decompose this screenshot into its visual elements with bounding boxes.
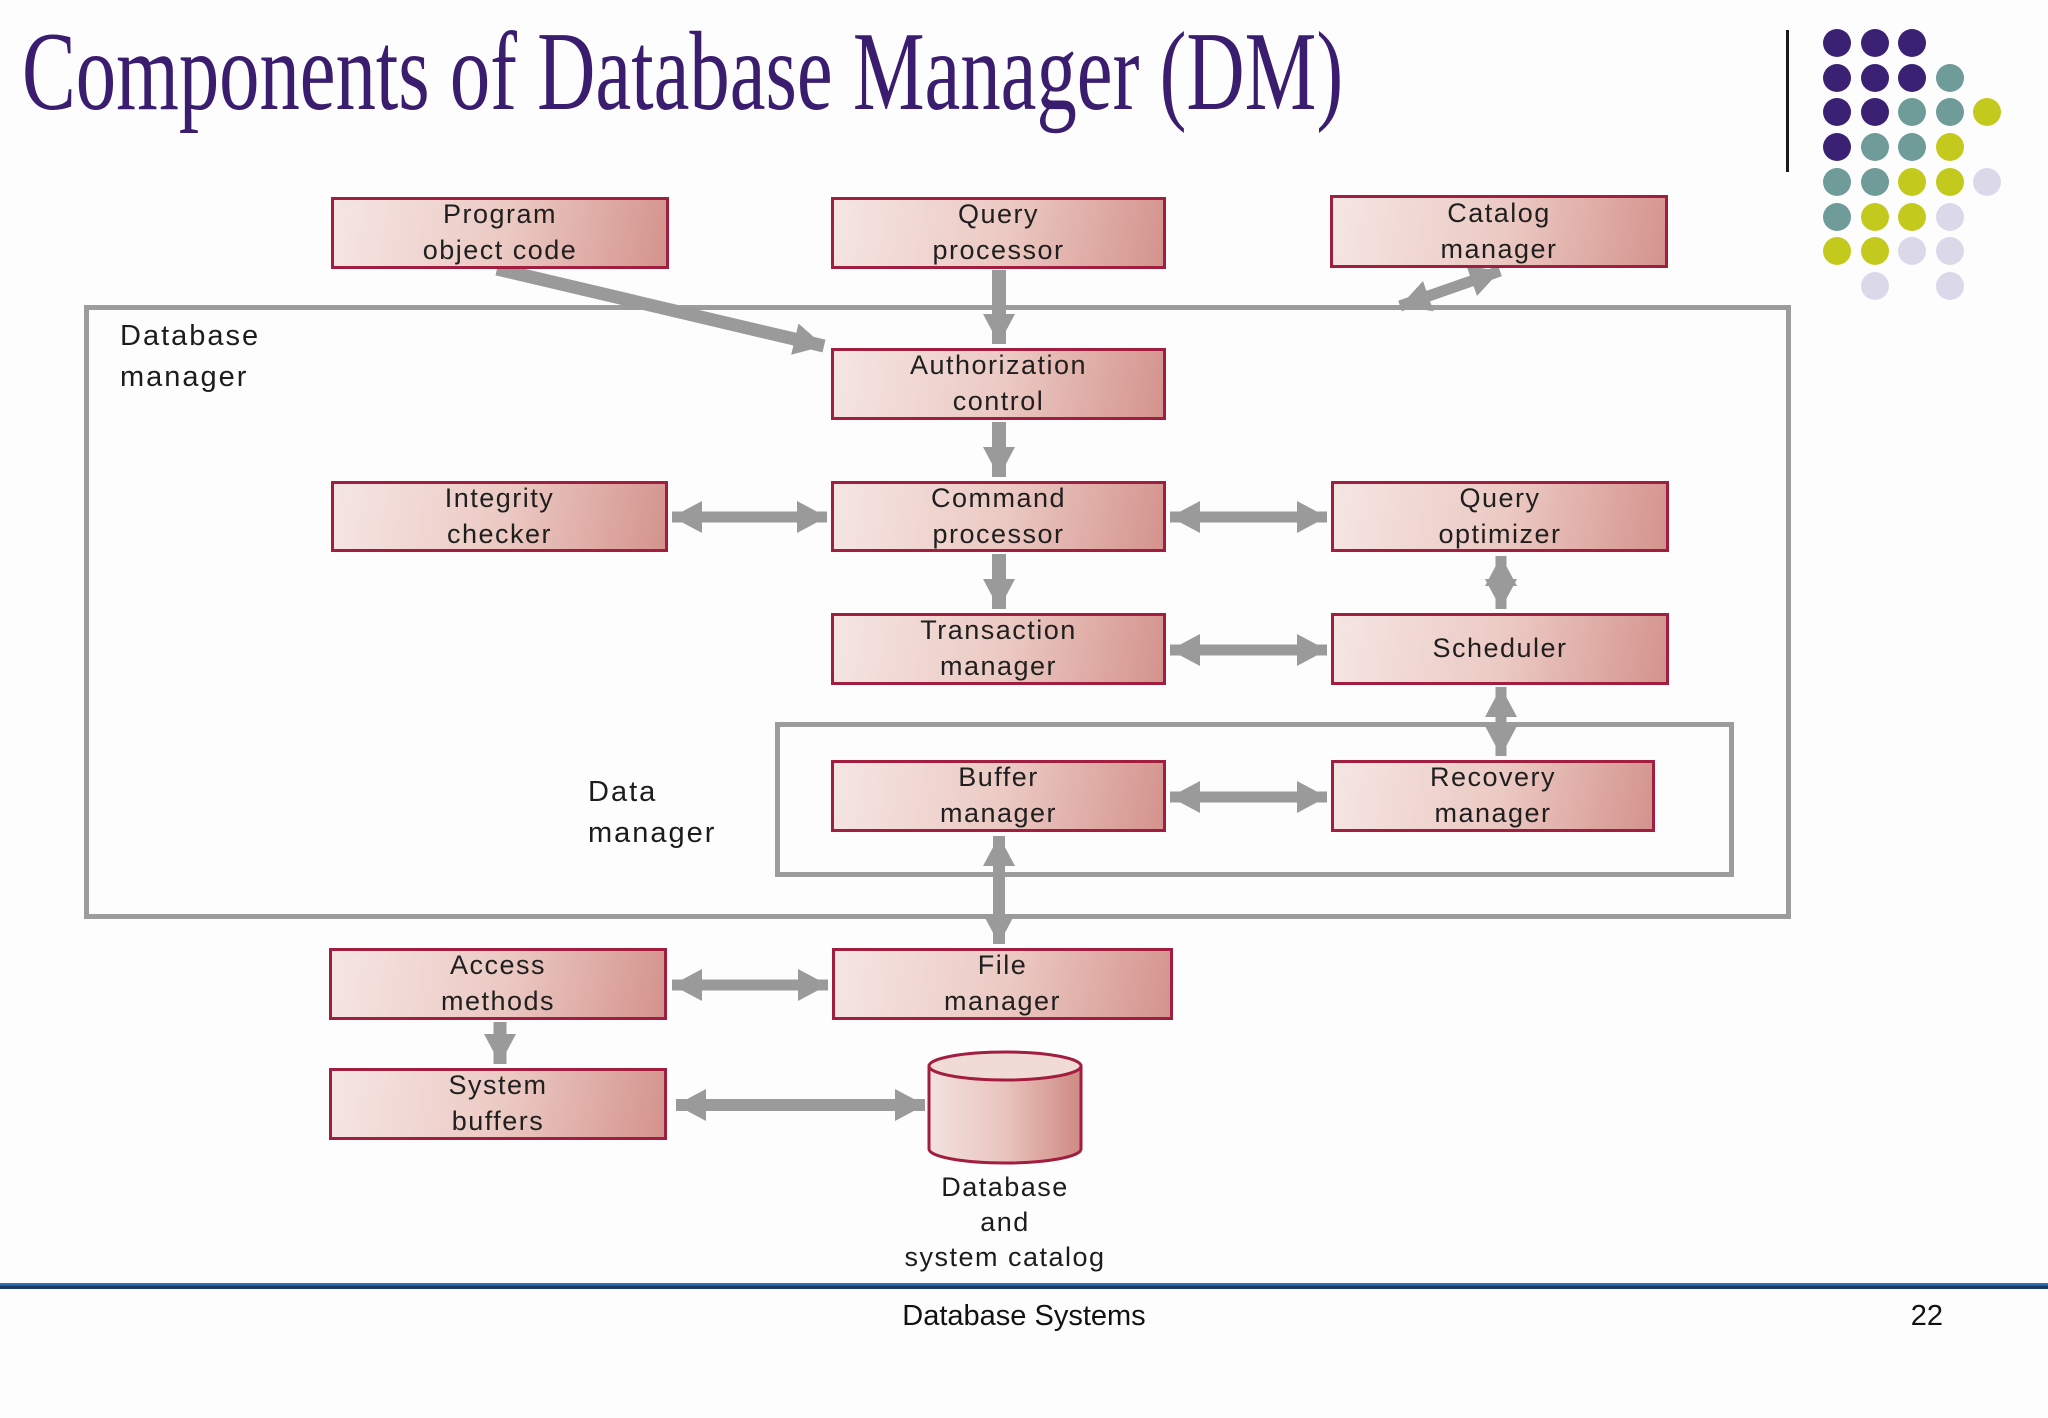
node-authorization-control: Authorization control <box>831 348 1166 420</box>
node-file-manager: File manager <box>832 948 1173 1020</box>
database-manager-container <box>84 305 1791 919</box>
decoration-dot <box>1898 133 1926 162</box>
footer-divider-line <box>0 1283 2048 1289</box>
node-transaction-manager: Transaction manager <box>831 613 1166 685</box>
decoration-dot <box>1823 202 1851 231</box>
data-manager-container <box>775 722 1734 877</box>
decoration-dot <box>1860 29 1889 57</box>
node-query-optimizer: Query optimizer <box>1331 481 1669 552</box>
node-recovery-manager: Recovery manager <box>1331 760 1655 832</box>
node-program-object-code: Program object code <box>331 197 669 269</box>
database-cylinder-top <box>927 1050 1083 1082</box>
database-cylinder-label: Database and system catalog <box>904 1172 1106 1273</box>
decoration-dot <box>1823 237 1851 266</box>
decoration-dot <box>1898 29 1926 57</box>
decoration-dot <box>1898 202 1926 231</box>
decoration-dot <box>1935 98 1964 127</box>
decoration-dot <box>1935 202 1964 231</box>
node-integrity-checker: Integrity checker <box>331 481 668 552</box>
dots-decoration <box>1823 29 2033 319</box>
decoration-dot <box>1898 237 1926 266</box>
decoration-dot <box>1935 237 1964 266</box>
decoration-dot <box>1935 271 1964 300</box>
decoration-dot <box>1823 29 1851 57</box>
node-catalog-manager: Catalog manager <box>1330 195 1668 268</box>
decoration-dot <box>1898 63 1926 92</box>
node-scheduler: Scheduler <box>1331 613 1669 685</box>
decoration-dot <box>1898 167 1926 196</box>
decoration-dot <box>1823 167 1851 196</box>
node-access-methods: Access methods <box>329 948 667 1020</box>
decoration-dot <box>1823 63 1851 92</box>
decoration-dot <box>1860 133 1889 162</box>
data-manager-label: Data manager <box>588 776 717 849</box>
decoration-dot <box>1898 98 1926 127</box>
decoration-dot <box>1973 98 2001 127</box>
decoration-dot <box>1973 167 2001 196</box>
node-query-processor: Query processor <box>831 197 1166 269</box>
arrow-program-to-authorization <box>495 262 826 355</box>
decoration-dot <box>1823 98 1851 127</box>
node-buffer-manager: Buffer manager <box>831 760 1166 832</box>
decoration-dot <box>1935 63 1964 92</box>
decoration-dot <box>1860 167 1889 196</box>
slide-title: Components of Database Manager (DM) <box>22 10 1344 134</box>
footer-title: Database Systems <box>902 1300 1146 1332</box>
decoration-dot <box>1860 98 1889 127</box>
database-cylinder-body <box>927 1064 1083 1165</box>
decoration-dot <box>1860 237 1889 266</box>
decoration-dot <box>1823 133 1851 162</box>
node-command-processor: Command processor <box>831 481 1166 552</box>
database-manager-label: Database manager <box>120 320 261 393</box>
node-system-buffers: System buffers <box>329 1068 667 1140</box>
decoration-dot <box>1860 271 1889 300</box>
decoration-dot <box>1860 63 1889 92</box>
decoration-dot <box>1860 202 1889 231</box>
arrow-catalog-to-databasemanager <box>1398 265 1502 312</box>
decoration-dot <box>1935 167 1964 196</box>
page-number: 22 <box>1910 1300 1943 1332</box>
title-divider-line <box>1786 30 1789 172</box>
decoration-dot <box>1935 133 1964 162</box>
